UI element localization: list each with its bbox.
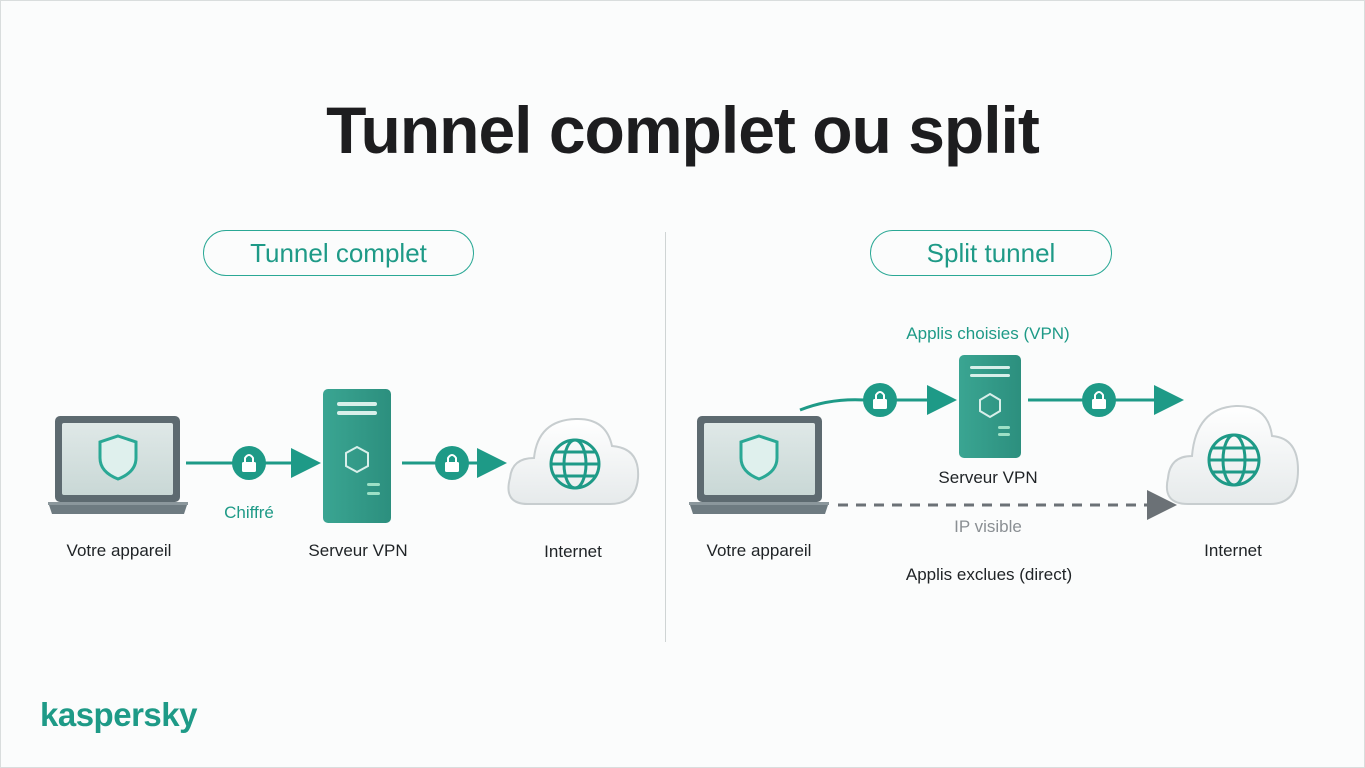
server-icon xyxy=(959,355,1021,458)
ip-visible-label: IP visible xyxy=(954,517,1022,536)
lock-icon xyxy=(435,446,469,480)
globe-icon xyxy=(1207,433,1261,487)
left-server-label: Serveur VPN xyxy=(308,541,408,560)
lock-icon xyxy=(232,446,266,480)
right-internet-label: Internet xyxy=(1204,541,1262,560)
right-server-label: Serveur VPN xyxy=(938,468,1038,487)
cloud-icon xyxy=(1166,404,1300,505)
excluded-apps-label: Applis exclues (direct) xyxy=(905,565,1073,584)
brand-logo: kaspersky xyxy=(40,696,197,733)
lock-icon xyxy=(1082,383,1116,417)
section-divider xyxy=(665,232,666,642)
lock-icon xyxy=(863,383,897,417)
shield-icon xyxy=(98,434,138,481)
left-internet-label: Internet xyxy=(544,542,602,561)
shield-icon xyxy=(739,434,779,481)
globe-icon xyxy=(549,438,601,490)
vpn-apps-label: Applis choisies (VPN) xyxy=(906,324,1070,343)
heading-split-tunnel: Split tunnel xyxy=(870,230,1112,276)
encrypted-label: Chiffré xyxy=(224,503,274,522)
right-device-label: Votre appareil xyxy=(706,541,812,560)
left-device-label: Votre appareil xyxy=(66,541,172,560)
server-icon xyxy=(323,389,391,523)
heading-full-tunnel: Tunnel complet xyxy=(203,230,474,276)
cloud-icon xyxy=(507,417,640,505)
page-title: Tunnel complet ou split xyxy=(326,93,1040,167)
